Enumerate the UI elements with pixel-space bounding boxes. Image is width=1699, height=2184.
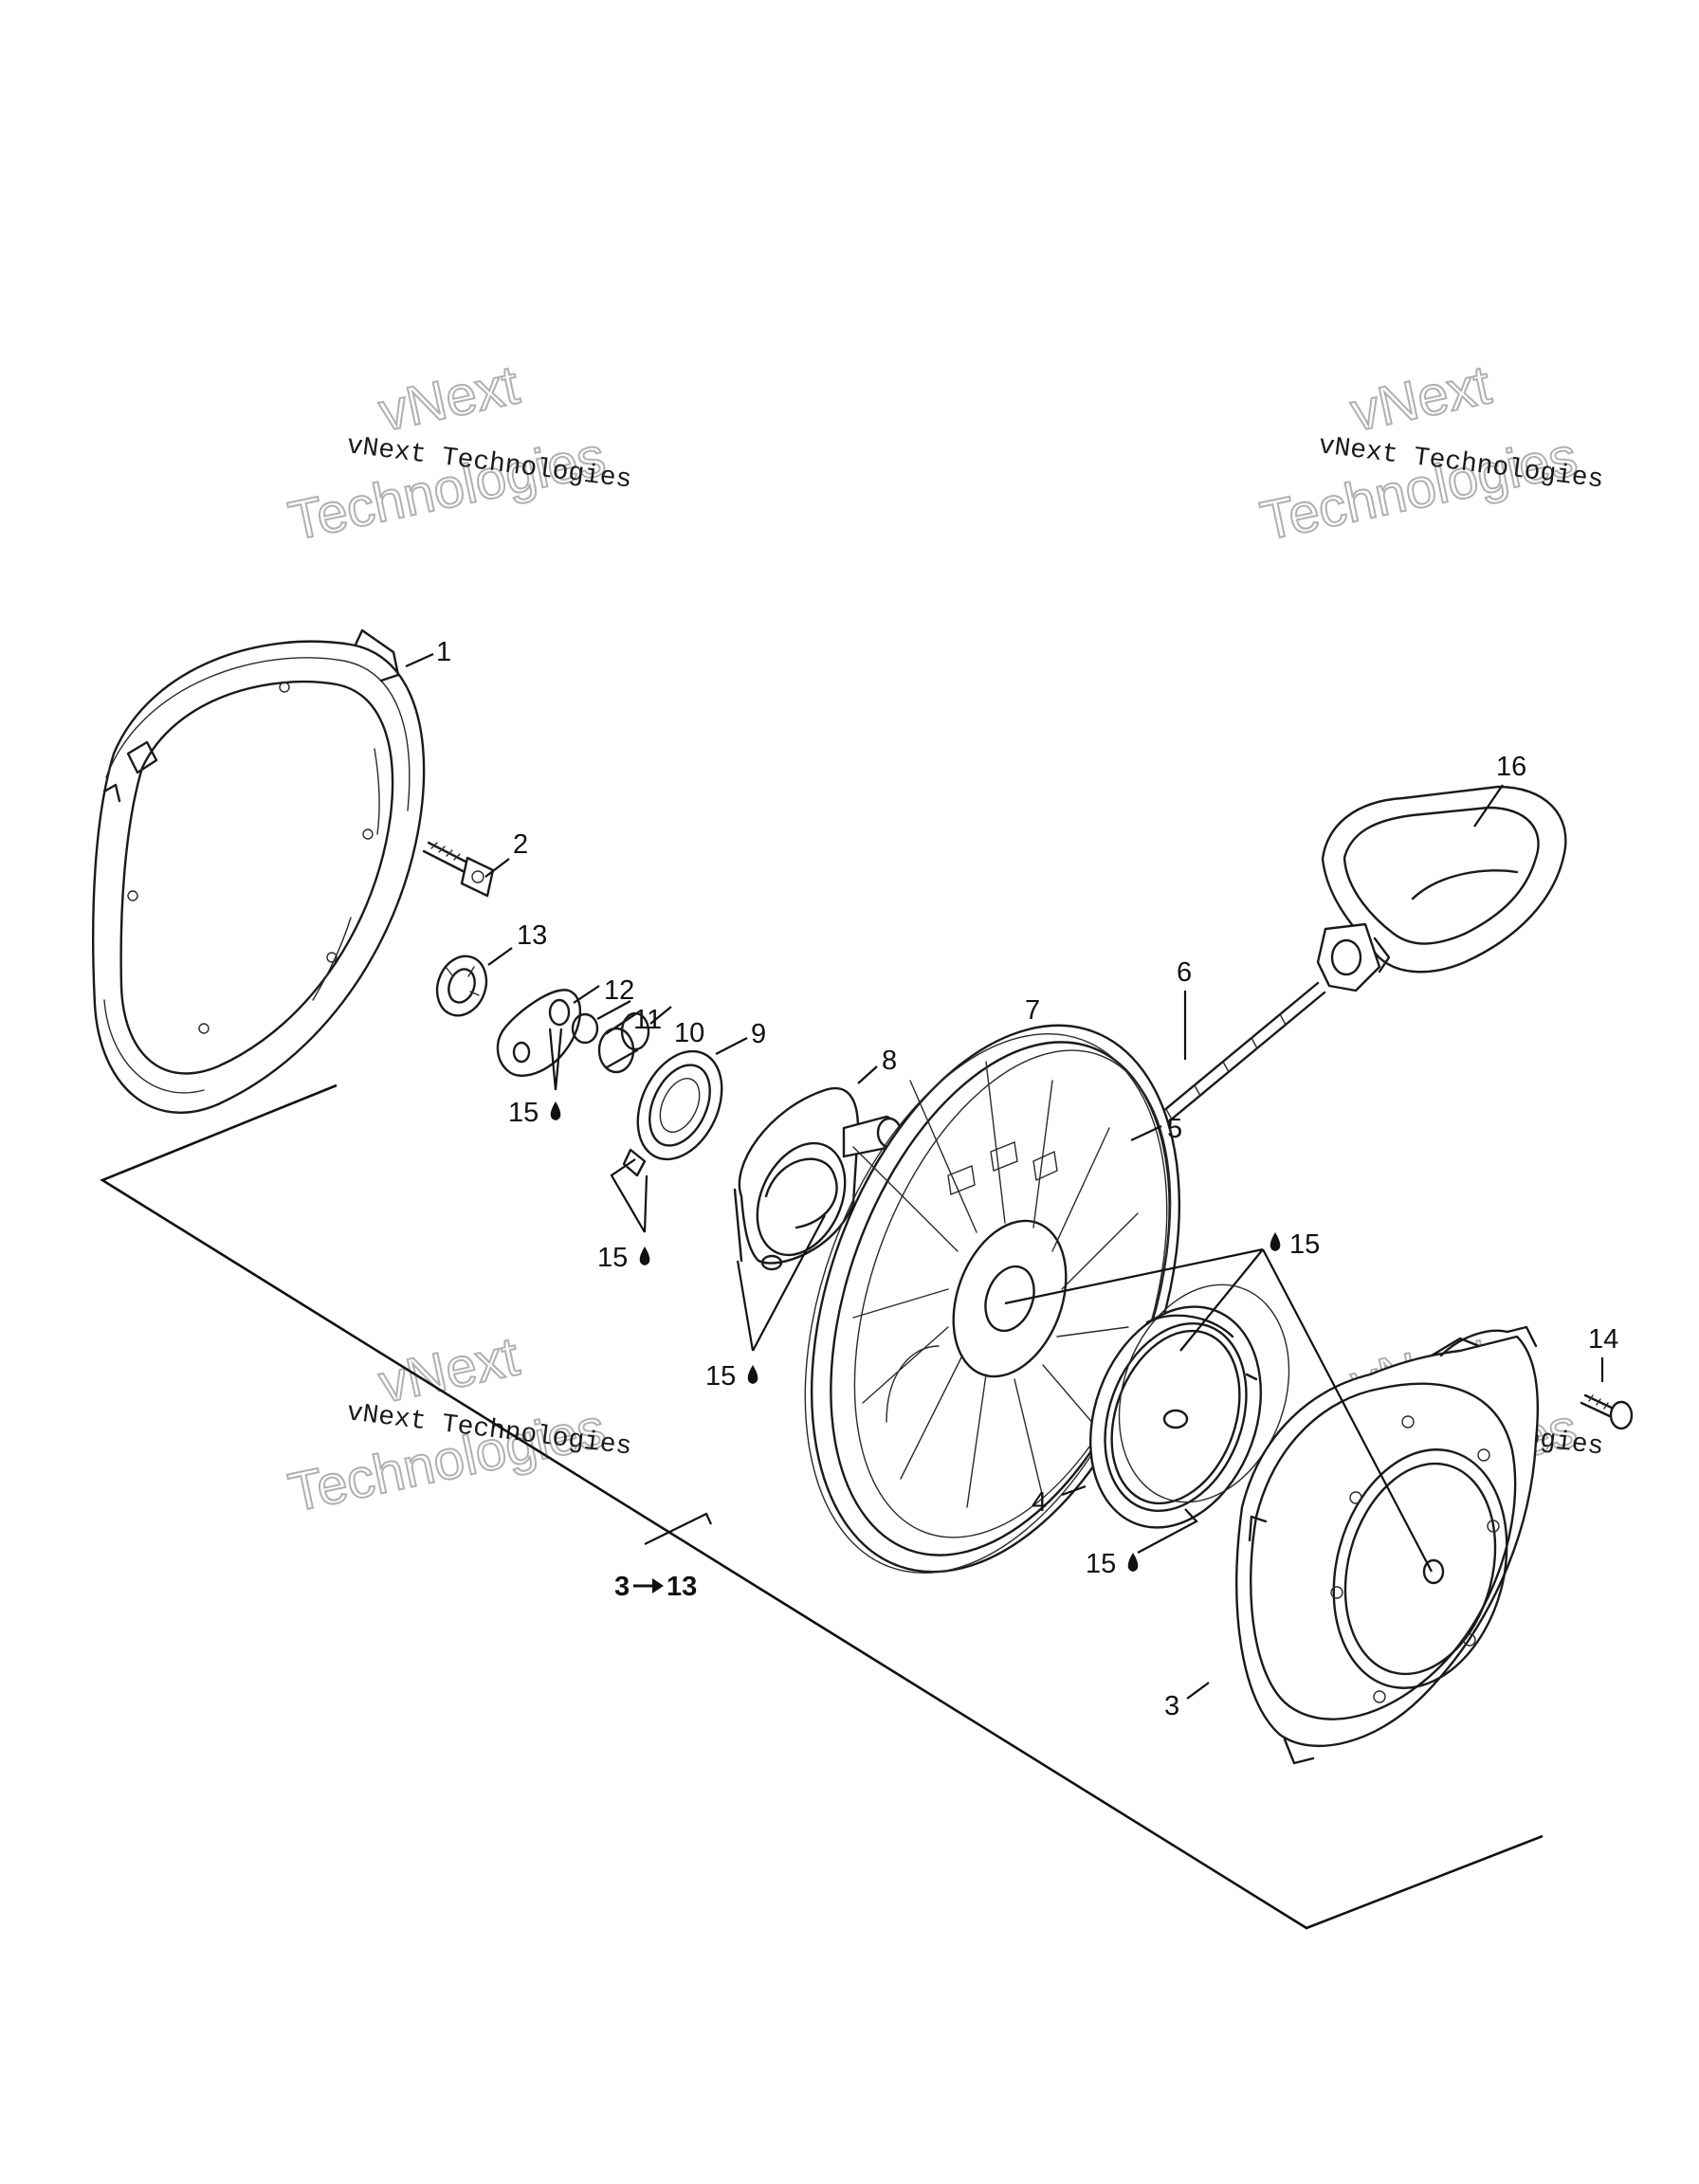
lube-callout-e: 15 [1086, 1508, 1198, 1579]
recoil-spring [1088, 1283, 1290, 1529]
starter-handle [1316, 785, 1567, 992]
lube-callout-c: 15 [705, 1214, 826, 1392]
assembly-range-label: 3 13 [614, 1572, 697, 1602]
assembly-from: 3 [614, 1572, 630, 1602]
leader-11 [596, 1000, 631, 1020]
pawl-plate [733, 1087, 903, 1271]
label-part-13: 13 [517, 920, 547, 951]
watermark-big-line1: vNext [374, 354, 524, 443]
rear-ring-housing [91, 628, 426, 1114]
leader-16 [1473, 784, 1504, 828]
washer [571, 1012, 599, 1045]
label-part-5: 5 [1167, 1114, 1182, 1144]
label-part-7: 7 [1025, 995, 1040, 1026]
assembly-frame [100, 1083, 1544, 1930]
leader-2 [484, 858, 510, 878]
label-part-16: 16 [1496, 752, 1526, 782]
label-part-3: 3 [1164, 1691, 1179, 1721]
watermark-big-line1: vNext [374, 1325, 524, 1414]
bolt [422, 841, 495, 898]
label-lube-e: 15 [1086, 1549, 1116, 1579]
label-lube-c: 15 [705, 1361, 736, 1392]
watermark-top-right: vNext Technologies vNext Technologies [1254, 353, 1605, 553]
label-lube-b: 15 [597, 1243, 628, 1273]
lube-callout-d: 15 [1004, 1229, 1433, 1573]
label-part-8: 8 [882, 1046, 897, 1076]
leader-3 [1186, 1682, 1210, 1700]
leader-1 [405, 652, 434, 668]
watermark-top-left: vNext Technologies vNext Technologies [283, 353, 633, 553]
watermark-mid-left: vNext Technologies vNext Technologies [283, 1324, 633, 1524]
housing-screw [1580, 1393, 1634, 1430]
spring-disc [622, 1049, 723, 1177]
oil-drop-icon [1127, 1553, 1139, 1572]
leader-4 [1061, 1484, 1087, 1497]
rope-pulley [804, 1024, 1181, 1574]
label-part-4: 4 [1032, 1487, 1047, 1518]
bracket-plate [496, 989, 581, 1077]
oil-drop-icon [1270, 1232, 1281, 1251]
label-part-6: 6 [1177, 957, 1192, 988]
lube-callout-b: 15 [597, 1158, 650, 1273]
oil-drop-icon [550, 1101, 561, 1120]
label-part-1: 1 [436, 637, 451, 667]
bushing [597, 1011, 650, 1074]
oil-drop-icon [639, 1247, 650, 1265]
leader-5 [1130, 1125, 1162, 1141]
leader-8 [857, 1065, 878, 1084]
arrow-right-icon [652, 1578, 664, 1593]
assembly-frame-leader [644, 1512, 713, 1545]
leader-12 [573, 985, 600, 1004]
front-housing [1235, 1325, 1539, 1765]
label-part-9: 9 [751, 1019, 766, 1049]
label-part-14: 14 [1588, 1324, 1618, 1355]
circlip [435, 955, 488, 1017]
lube-callout-a: 15 [508, 1028, 563, 1128]
oil-drop-icon [747, 1365, 758, 1384]
label-part-10: 10 [674, 1018, 704, 1048]
label-lube-d: 15 [1289, 1229, 1320, 1260]
label-lube-a: 15 [508, 1098, 539, 1128]
leader-9 [715, 1037, 748, 1055]
label-part-2: 2 [513, 829, 528, 860]
watermark-big-line1: vNext [1345, 354, 1496, 443]
leader-13 [487, 947, 513, 966]
assembly-to: 13 [667, 1572, 697, 1602]
leader-10 [649, 1006, 672, 1025]
